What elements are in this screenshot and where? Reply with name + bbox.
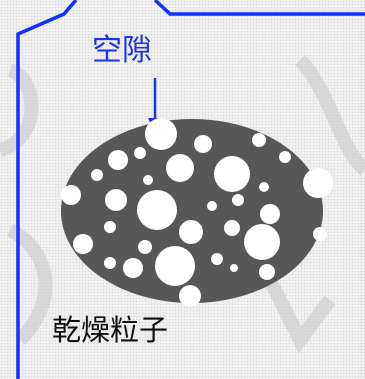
pore bbox=[138, 240, 152, 254]
pore bbox=[279, 151, 291, 163]
pore bbox=[61, 185, 81, 205]
pore bbox=[224, 220, 240, 236]
pore bbox=[179, 285, 201, 307]
pore bbox=[230, 264, 238, 272]
pore bbox=[104, 221, 116, 233]
pore bbox=[73, 234, 93, 254]
pore bbox=[260, 204, 280, 224]
pore bbox=[207, 201, 217, 211]
pore bbox=[91, 169, 103, 181]
pore bbox=[104, 257, 116, 269]
pore bbox=[214, 156, 250, 192]
pore bbox=[108, 150, 128, 170]
background-texture bbox=[0, 55, 365, 354]
pore bbox=[123, 258, 143, 278]
pore bbox=[143, 175, 153, 185]
pore bbox=[134, 147, 146, 159]
frame-top-line bbox=[153, 0, 365, 16]
pore bbox=[137, 190, 177, 230]
pore bbox=[259, 182, 269, 192]
pores bbox=[61, 118, 333, 307]
pore bbox=[259, 264, 275, 280]
pore bbox=[105, 189, 127, 211]
pore bbox=[179, 220, 203, 244]
pore bbox=[155, 246, 195, 286]
pore bbox=[194, 135, 212, 153]
pore-label: 空隙 bbox=[92, 33, 152, 68]
pore bbox=[313, 227, 327, 241]
pore bbox=[303, 168, 333, 198]
pore bbox=[145, 118, 177, 150]
pore bbox=[166, 154, 194, 182]
pore bbox=[244, 224, 280, 260]
pore bbox=[211, 253, 223, 265]
frame-left-line bbox=[16, 0, 78, 379]
pore bbox=[232, 194, 244, 206]
frame-lines bbox=[16, 0, 365, 379]
pore bbox=[252, 133, 266, 147]
particle-label: 乾燥粒子 bbox=[52, 313, 169, 347]
